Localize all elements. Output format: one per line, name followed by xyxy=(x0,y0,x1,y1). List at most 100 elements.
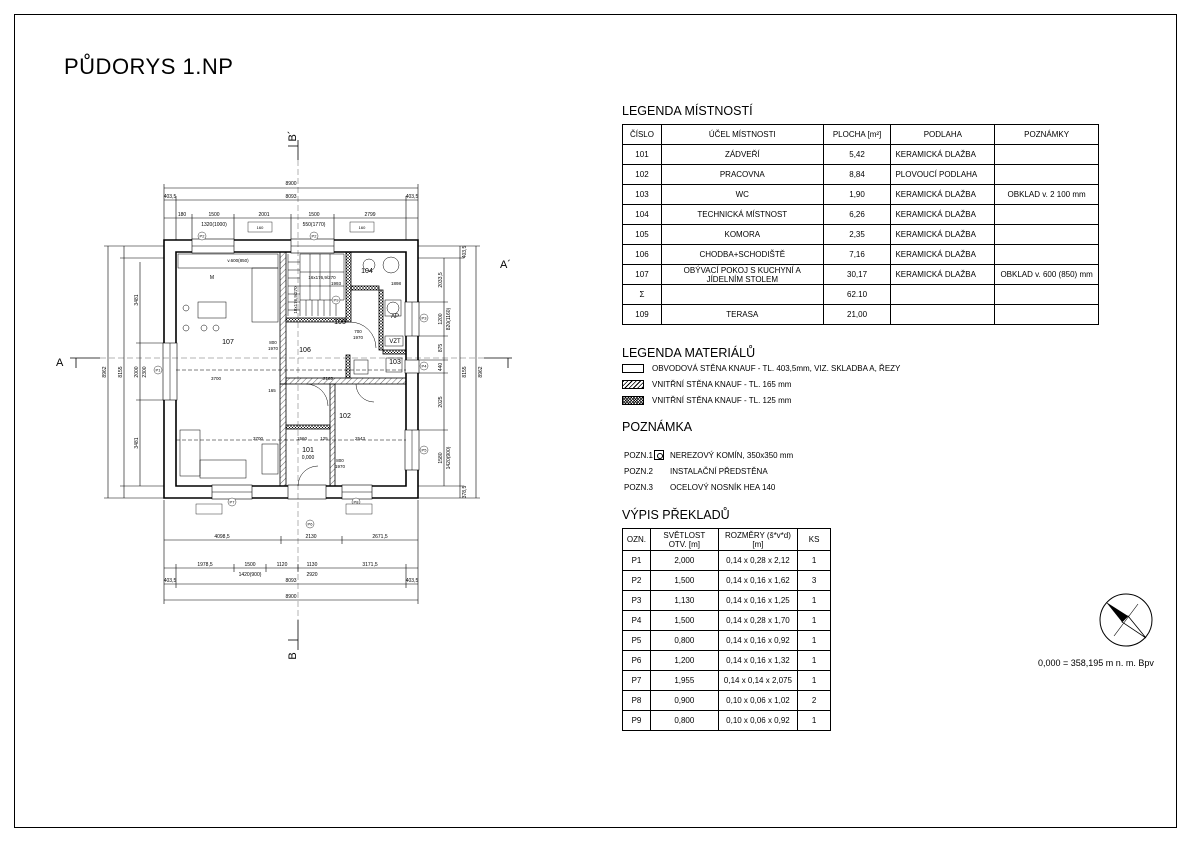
room-floor: KERAMICKÁ DLAŽBA xyxy=(890,264,996,285)
room-name: KOMORA xyxy=(660,224,824,245)
lintel-tag: P7 xyxy=(230,500,236,505)
interior-walls xyxy=(279,251,407,487)
stair-spec: 16x176,9/270 xyxy=(308,275,336,280)
lintel-id: P9 xyxy=(622,710,651,731)
room-area: 62.10 xyxy=(822,284,892,305)
note-id: POZN.3 xyxy=(624,482,653,492)
room-floor: KERAMICKÁ DLAŽBA xyxy=(890,224,996,245)
dim-left-seg: 3481 xyxy=(134,437,140,448)
note-text: OCELOVÝ NOSNÍK HEA 140 xyxy=(670,482,776,492)
lintel-opening: 1,200 xyxy=(649,650,719,671)
elevation-note: 0,000 = 358,195 m n. m. Bpv xyxy=(1038,658,1154,668)
note-text: INSTALAČNÍ PŘEDSTĚNA xyxy=(670,466,768,476)
room-note xyxy=(994,284,1099,305)
lintel-opening: 1,955 xyxy=(649,670,719,691)
dim-interior: 3700 xyxy=(211,376,222,381)
room-floor: KERAMICKÁ DLAŽBA xyxy=(890,184,996,205)
dim-bottom-sub: 1420(900) xyxy=(239,572,262,578)
dim-interior: 1993 xyxy=(331,281,342,286)
room-number: 109 xyxy=(622,304,662,325)
lintels-heading: VÝPIS PŘEKLADŮ xyxy=(622,508,730,522)
lintel-count: 1 xyxy=(797,650,831,671)
room-number: 103 xyxy=(622,184,662,205)
window-tag: 160 xyxy=(257,225,264,230)
dim-right-seg: 440 xyxy=(438,363,444,372)
dim-right-wall: 378,5 xyxy=(462,486,468,499)
dim-interior: 125 xyxy=(320,436,328,441)
column-header: PLOCHA [m²] xyxy=(822,124,892,145)
lintel-dims: 0,14 x 0,28 x 1,70 xyxy=(717,610,799,631)
column-header: POZNÁMKY xyxy=(994,124,1099,145)
chimney-icon xyxy=(654,450,664,460)
lintel-count: 1 xyxy=(797,710,831,731)
material-swatch-empty xyxy=(622,364,644,373)
table-header-row: ČÍSLO ÚČEL MÍSTNOSTI PLOCHA [m²] PODLAHA… xyxy=(622,124,1099,145)
lintel-dims: 0,10 x 0,06 x 1,02 xyxy=(717,690,799,711)
lintel-count: 1 xyxy=(797,630,831,651)
lintel-count: 3 xyxy=(797,570,831,591)
note-item: POZN.2 INSTALAČNÍ PŘEDSTĚNA xyxy=(624,466,768,476)
room-name xyxy=(660,284,824,305)
room-area: 6,26 xyxy=(822,204,892,225)
dim-bottom-inner: 8093 xyxy=(285,578,296,584)
dim-interior: 3700 xyxy=(253,436,264,441)
room-floor xyxy=(890,284,996,305)
dim-bottom-seg: 2130 xyxy=(305,534,316,540)
room-label-105: 105 xyxy=(334,319,346,326)
lintel-opening: 2,000 xyxy=(649,550,719,571)
dim-door: 800 xyxy=(336,458,344,463)
dim-top-seg: 180 xyxy=(178,212,187,218)
room-number: 106 xyxy=(622,244,662,265)
column-header: SVĚTLOST OTV. [m] xyxy=(649,528,719,551)
dim-bottom-seg: 4098,5 xyxy=(214,534,230,540)
section-a-right-label: A´ xyxy=(500,259,511,271)
material-swatch-hatch xyxy=(622,380,644,389)
lintel-tag: P2 xyxy=(312,234,318,239)
dim-bottom-wall-right: 403,5 xyxy=(406,578,419,584)
dim-top-wall-left: 403,5 xyxy=(164,194,177,200)
lintel-opening: 1,500 xyxy=(649,570,719,591)
note-item: POZN.1 NEREZOVÝ KOMÍN, 350x350 mm xyxy=(624,450,793,460)
room-floor: KERAMICKÁ DLAŽBA xyxy=(890,244,996,265)
exterior-walls xyxy=(162,238,420,500)
room-area: 7,16 xyxy=(822,244,892,265)
room-note xyxy=(994,224,1099,245)
room-note: OBKLAD v. 2 100 mm xyxy=(994,184,1099,205)
room-number: 101 xyxy=(622,144,662,165)
material-legend-item: VNITŘNÍ STĚNA KNAUF - TL. 125 mm xyxy=(622,396,791,405)
dim-bottom-seg: 2671,5 xyxy=(372,534,388,540)
lintel-tag: P1 xyxy=(156,368,162,373)
lintel-id: P3 xyxy=(622,590,651,611)
lintel-dims: 0,10 x 0,06 x 0,92 xyxy=(717,710,799,731)
room-legend-table: ČÍSLO ÚČEL MÍSTNOSTI PLOCHA [m²] PODLAHA… xyxy=(622,124,1099,325)
stair-spec: 18x176,9/270 xyxy=(293,286,298,314)
dim-right-sub: 820(1160) xyxy=(446,307,452,330)
section-a-left-label: A xyxy=(56,357,64,369)
lintel-dims: 0,14 x 0,14 x 2,075 xyxy=(717,670,799,691)
lintel-dims: 0,14 x 0,16 x 1,32 xyxy=(717,650,799,671)
table-header-row: OZN. SVĚTLOST OTV. [m] ROZMĚRY (š*v*d) [… xyxy=(622,528,831,551)
lintel-opening: 0,800 xyxy=(649,630,719,651)
room-floor: KERAMICKÁ DLAŽBA xyxy=(890,204,996,225)
lintel-id: P4 xyxy=(622,610,651,631)
room-area: 21,00 xyxy=(822,304,892,325)
lintel-opening: 0,800 xyxy=(649,710,719,731)
dim-top-inner: 8093 xyxy=(285,194,296,200)
room-area: 5,42 xyxy=(822,144,892,165)
room-note: OBKLAD v. 600 (850) mm xyxy=(994,264,1099,285)
dim-top-wall-right: 403,5 xyxy=(406,194,419,200)
dim-door: 1970 xyxy=(268,346,279,351)
room-label-104: 104 xyxy=(361,268,373,275)
note-spacer xyxy=(654,466,664,476)
lintel-tag: P5 xyxy=(422,448,428,453)
